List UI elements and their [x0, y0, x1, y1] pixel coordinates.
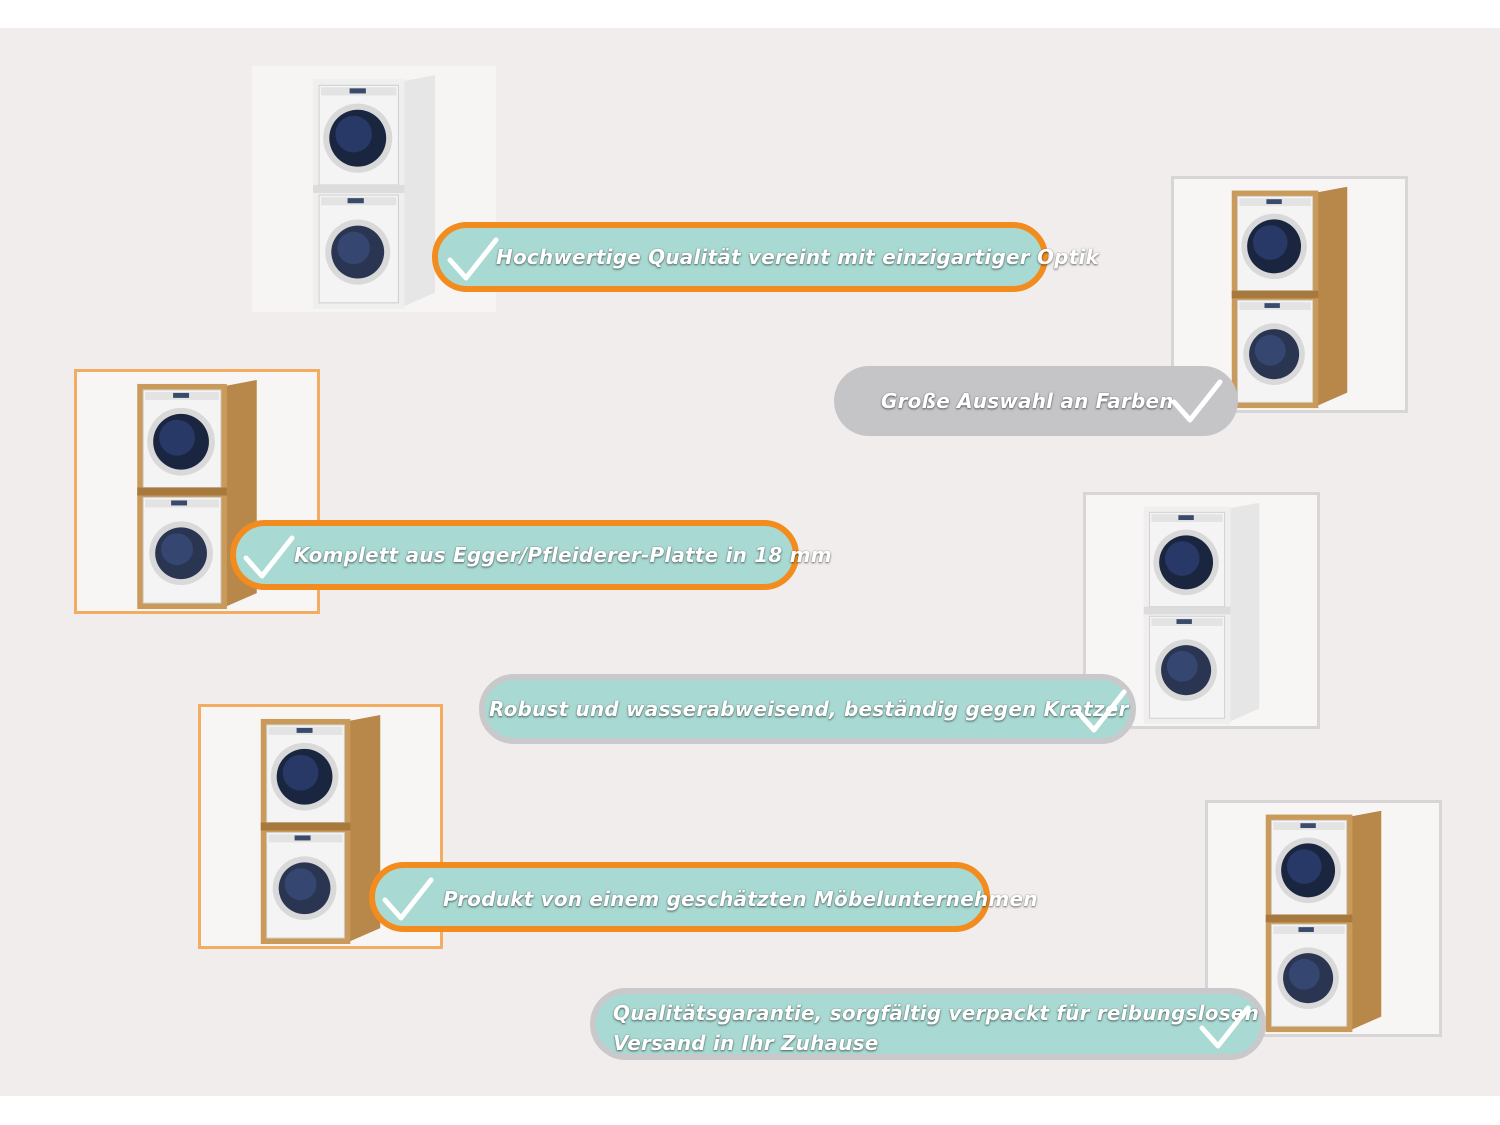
feature-pill-robust: Robust und wasserabweisend, beständig ge… — [479, 674, 1136, 744]
checkmark-icon — [1196, 1002, 1252, 1054]
checkmark-icon — [1168, 376, 1224, 428]
feature-text: Produkt von einem geschätzten Möbelunter… — [443, 887, 1038, 911]
feature-text-line2: Versand in Ihr Zuhause — [613, 1031, 879, 1055]
feature-text-line1: Qualitätsgarantie, sorgfältig verpackt f… — [613, 1001, 1260, 1025]
feature-text: Robust und wasserabweisend, beständig ge… — [489, 697, 1129, 721]
product-photo-white — [252, 66, 496, 312]
product-photo-oak — [1205, 800, 1442, 1037]
feature-text: Große Auswahl an Farben — [881, 389, 1174, 413]
feature-pill-company: Produkt von einem geschätzten Möbelunter… — [369, 862, 1037, 932]
feature-text: Komplett aus Egger/Pfleiderer-Platte in … — [294, 543, 832, 567]
feature-pill-material: Komplett aus Egger/Pfleiderer-Platte in … — [230, 520, 832, 590]
checkmark-icon — [1072, 686, 1128, 738]
feature-pill-quality: Hochwertige Qualität vereint mit einziga… — [432, 222, 1099, 292]
checkmark-icon — [444, 234, 500, 286]
feature-pill-colors: Große Auswahl an Farben — [834, 366, 1238, 436]
product-photo-oak — [198, 704, 443, 949]
feature-text: Hochwertige Qualität vereint mit einziga… — [496, 245, 1100, 269]
checkmark-icon — [240, 532, 296, 584]
product-photo-oak — [1171, 176, 1408, 413]
checkmark-icon — [379, 874, 435, 926]
feature-pill-guarantee: Qualitätsgarantie, sorgfältig verpackt f… — [590, 988, 1266, 1060]
